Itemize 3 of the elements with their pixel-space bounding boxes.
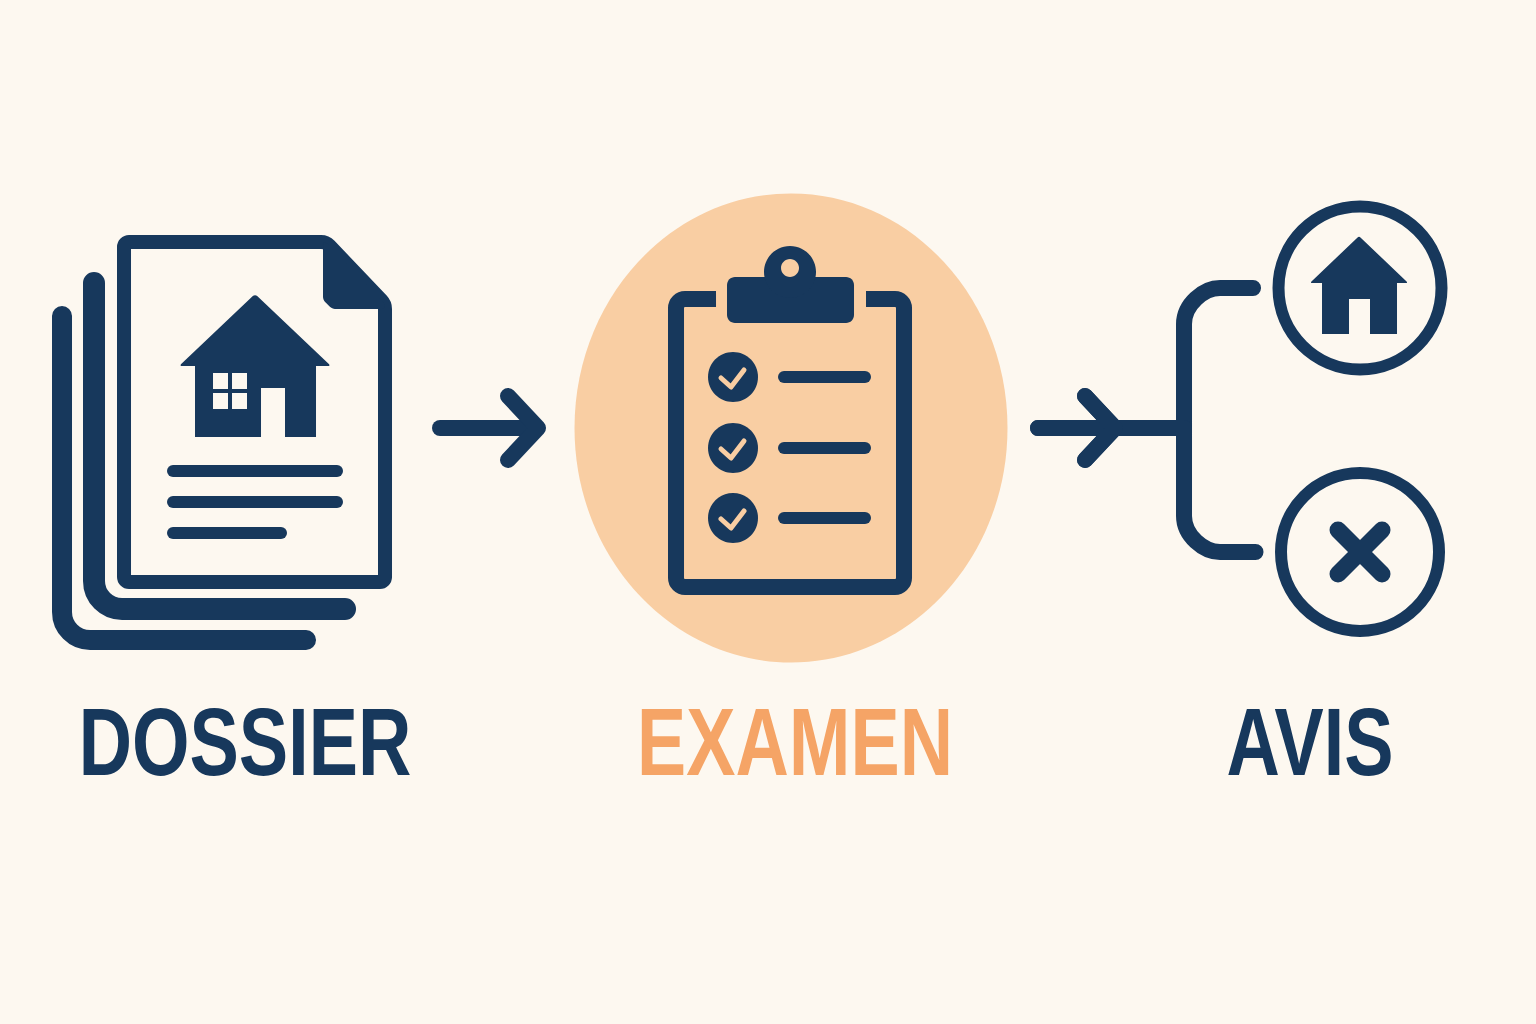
step-label: EXAMEN <box>641 708 949 775</box>
step-label: DOSSIER <box>83 707 410 776</box>
step-label: AVIS <box>1228 707 1391 776</box>
